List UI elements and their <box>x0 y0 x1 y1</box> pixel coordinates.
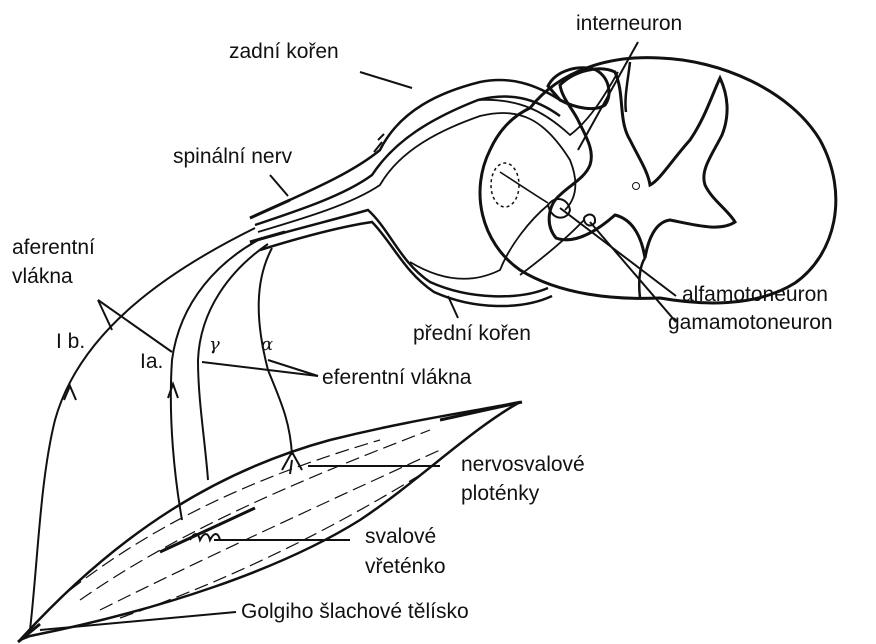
grey-matter-butterfly <box>549 69 735 258</box>
label-ia: Ia. <box>140 350 163 374</box>
label-interneuron: interneuron <box>576 12 682 36</box>
tendon-left <box>18 624 40 642</box>
dorsal-to-alpha-collateral <box>500 172 548 203</box>
muscle-spindle <box>160 508 255 552</box>
label-ib: I b. <box>56 330 85 354</box>
label-vlakna: vlákna <box>12 265 73 289</box>
label-aferentni: aferentní <box>12 236 95 260</box>
leader-alfamotoneuron <box>560 208 676 296</box>
ia-fiber <box>171 238 262 520</box>
ventral-fissure <box>639 258 645 298</box>
ventral-root-inner <box>260 222 552 306</box>
spinal-nerve-lower <box>250 232 285 242</box>
label-vreteneko: vřeténko <box>365 555 446 579</box>
spinal-cord-section <box>480 58 836 303</box>
muscle-fiber-lines <box>70 430 440 618</box>
leader-zadni-koren <box>360 72 412 88</box>
dashed-nucleus <box>491 163 519 207</box>
label-nervosvalove: nervosvalové <box>461 453 585 477</box>
leader-spinalni-nerv <box>270 175 288 196</box>
label-spinalni-nerv: spinální nerv <box>173 145 292 169</box>
tendon-right <box>440 402 522 420</box>
leader-interneuron <box>578 42 638 150</box>
label-gamma: γ <box>209 334 220 355</box>
label-zadni-koren: zadní kořen <box>229 40 339 64</box>
gamma-motoneuron-soma <box>584 215 595 226</box>
label-plotenky: ploténky <box>461 482 539 506</box>
ventral-root-alpha-fiber <box>410 205 548 279</box>
label-alfamotoneuron: alfamotoneuron <box>682 283 828 307</box>
label-golgiho: Golgiho šlachové tělísko <box>241 600 469 624</box>
label-svalove: svalové <box>365 525 436 549</box>
leader-golgiho <box>40 612 236 630</box>
central-canal <box>633 183 640 190</box>
leader-gamamotoneuron <box>590 222 676 322</box>
leader-lines <box>40 42 676 630</box>
dorsal-root-outer <box>250 80 560 218</box>
ventral-root <box>250 172 584 306</box>
label-eferentni-vlakna: eferentní vlákna <box>322 366 471 390</box>
label-predni-koren: přední kořen <box>413 322 531 346</box>
leader-eferentni-gamma <box>202 362 318 376</box>
label-gamamotoneuron: gamamotoneuron <box>668 311 833 335</box>
interneuron-fiber <box>478 72 618 135</box>
dorsal-sulcus <box>625 62 630 112</box>
ia-arrow <box>168 384 178 398</box>
label-alpha: α <box>261 334 273 355</box>
